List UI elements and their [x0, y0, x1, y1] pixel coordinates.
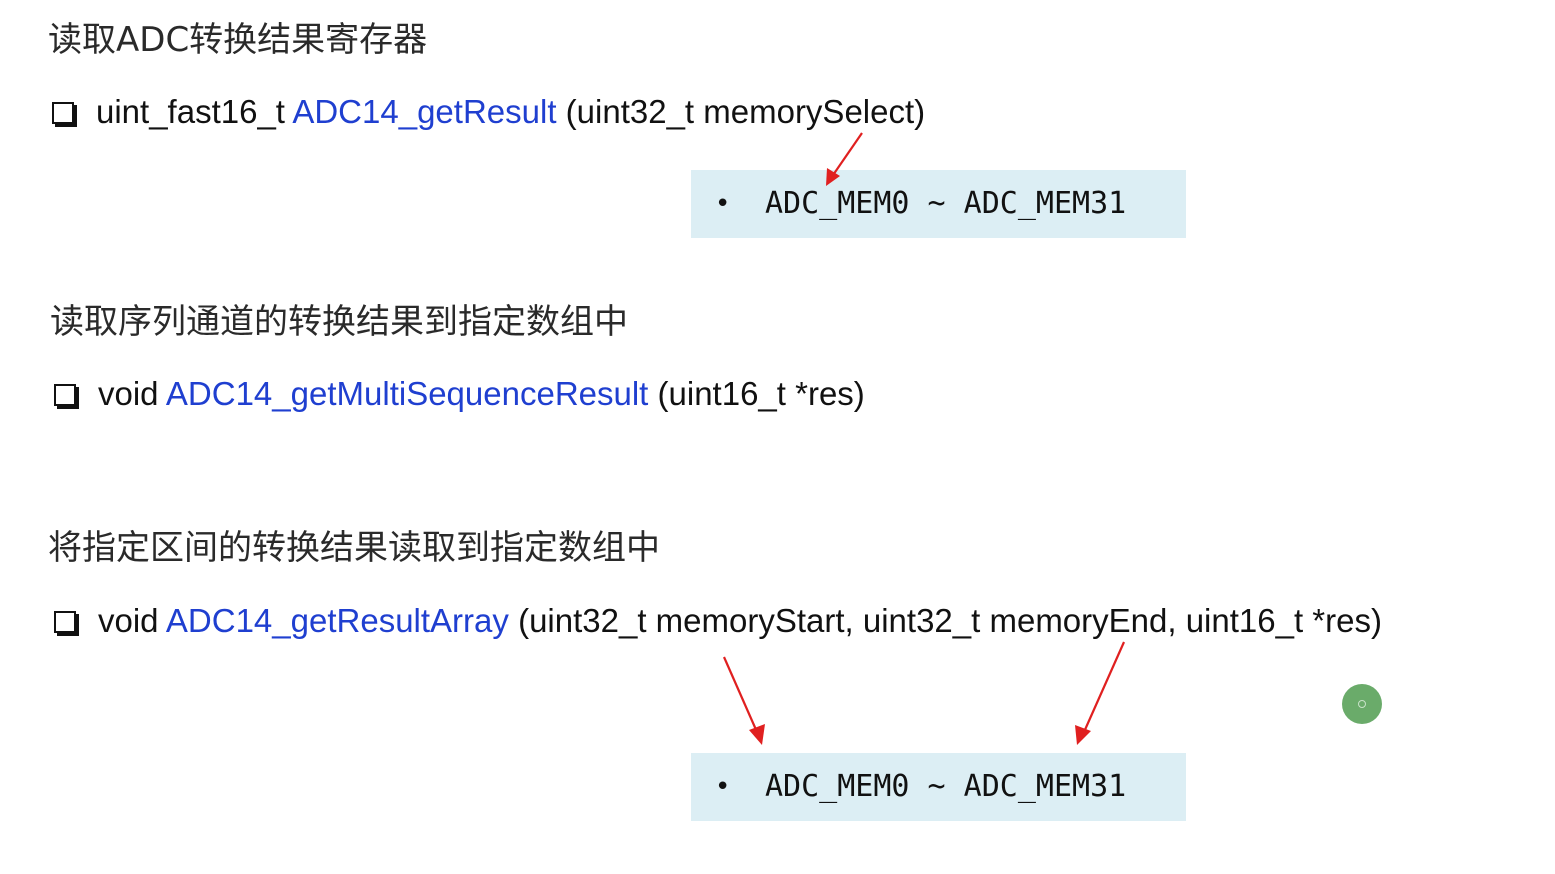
arrow-memory-select — [826, 132, 863, 186]
section2-return-type: void — [98, 375, 159, 412]
section3-signature: void ADC14_getResultArray (uint32_t memo… — [54, 601, 1382, 641]
checkbox-bullet-icon — [52, 102, 74, 124]
section3-range-text: ADC_MEM0 ~ ADC_MEM31 — [765, 769, 1127, 804]
section1-range-text: ADC_MEM0 ~ ADC_MEM31 — [765, 186, 1127, 221]
section1-signature: uint_fast16_t ADC14_getResult (uint32_t … — [52, 92, 925, 132]
range-bullet: • — [715, 189, 731, 219]
section3-range-box: • ADC_MEM0 ~ ADC_MEM31 — [691, 753, 1186, 821]
checkbox-bullet-icon — [54, 611, 76, 633]
arrow-memory-start — [722, 656, 765, 745]
section1-params: (uint32_t memorySelect) — [565, 93, 926, 130]
section2-heading: 读取序列通道的转换结果到指定数组中 — [50, 302, 628, 342]
section3-function-name: ADC14_getResultArray — [165, 602, 509, 639]
section1-range-box: • ADC_MEM0 ~ ADC_MEM31 — [691, 170, 1186, 238]
section1-return-type: uint_fast16_t — [96, 93, 285, 130]
section2-function-name: ADC14_getMultiSequenceResult — [165, 375, 649, 412]
section3-params: (uint32_t memoryStart, uint32_t memoryEn… — [518, 602, 1382, 639]
checkbox-bullet-icon — [54, 384, 76, 406]
cursor-indicator-icon — [1342, 684, 1382, 724]
range-bullet: • — [715, 772, 731, 802]
section3-heading: 将指定区间的转换结果读取到指定数组中 — [48, 528, 660, 568]
section1-function-name: ADC14_getResult — [292, 93, 557, 130]
section2-params: (uint16_t *res) — [657, 375, 865, 412]
section2-signature: void ADC14_getMultiSequenceResult (uint1… — [54, 374, 865, 414]
section3-return-type: void — [98, 602, 159, 639]
arrow-memory-end — [1075, 641, 1126, 745]
section1-heading: 读取ADC转换结果寄存器 — [48, 20, 428, 60]
